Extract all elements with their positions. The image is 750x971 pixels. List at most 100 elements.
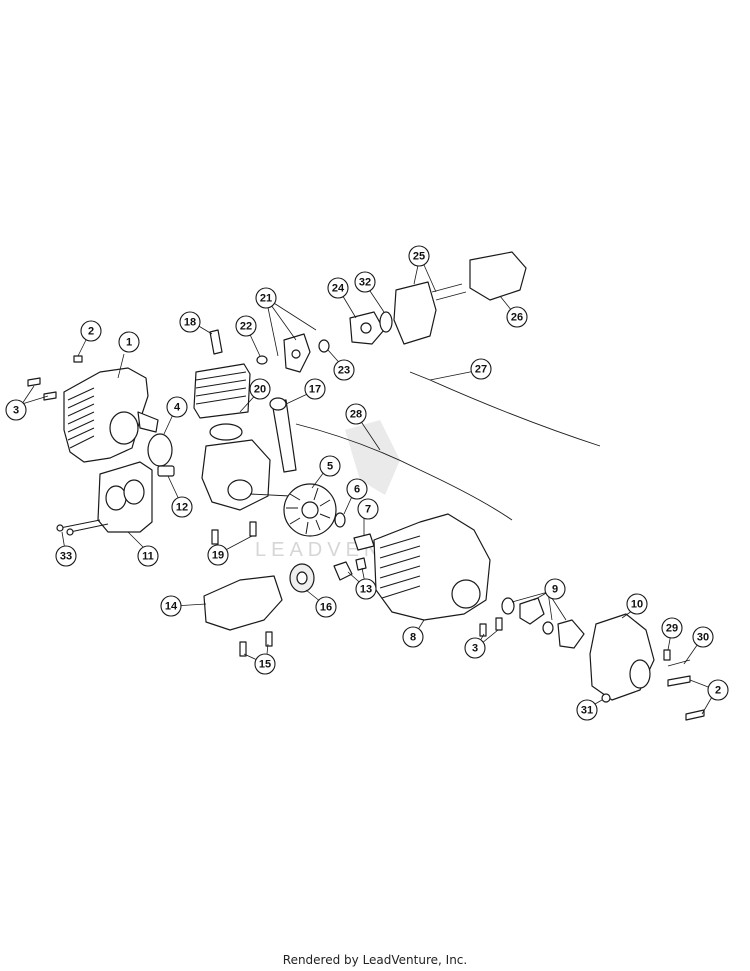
callout-circle	[408, 245, 430, 267]
callout-c3b: 3	[464, 637, 486, 659]
callout-circle	[692, 626, 714, 648]
callout-c23: 23	[333, 359, 355, 381]
callout-number: 8	[410, 632, 416, 644]
part-31-nut	[601, 693, 611, 703]
callout-c27: 27	[470, 358, 492, 380]
part-32-gasket	[379, 311, 393, 333]
callout-c4: 4	[166, 396, 188, 418]
part-29-fastener	[663, 649, 671, 661]
part-8-starter-housing	[373, 513, 491, 621]
part-18-spark-plug	[209, 329, 223, 355]
callout-number: 14	[165, 601, 178, 613]
callout-number: 1	[126, 337, 132, 349]
callout-c19: 19	[207, 544, 229, 566]
callout-circle	[661, 617, 683, 639]
callout-circle	[357, 498, 379, 520]
callout-number: 32	[359, 277, 371, 289]
callout-number: 9	[552, 584, 558, 596]
callout-c26: 26	[506, 306, 528, 328]
callout-circle	[544, 578, 566, 600]
part-12-gasket	[157, 465, 175, 477]
callout-number: 4	[174, 402, 181, 414]
callout-number: 19	[212, 550, 224, 562]
callout-number: 24	[332, 283, 345, 295]
callout-c22: 22	[235, 315, 257, 337]
callout-number: 2	[88, 326, 94, 338]
callout-circle	[171, 496, 193, 518]
callout-circle	[319, 455, 341, 477]
part-4-o-ring	[147, 433, 173, 467]
callout-circle	[254, 653, 276, 675]
part-2-screws-right	[667, 675, 705, 721]
callout-c3a: 3	[5, 399, 27, 421]
callout-circle	[179, 311, 201, 333]
part-17-connecting-rod	[269, 397, 297, 473]
callout-c18: 18	[179, 311, 201, 333]
callout-circle	[5, 399, 27, 421]
callout-number: 17	[309, 384, 321, 396]
callout-circle	[333, 359, 355, 381]
callout-c33: 33	[55, 545, 77, 567]
callout-number: 26	[511, 312, 523, 324]
part-10-gear-housing	[589, 613, 655, 701]
callout-number: 31	[581, 705, 593, 717]
callout-circle	[345, 403, 367, 425]
callout-c1: 1	[118, 331, 140, 353]
callout-number: 18	[184, 317, 196, 329]
part-16-drum	[289, 563, 315, 593]
part-2-screw-upper	[73, 355, 83, 363]
part-20-cylinder	[193, 363, 251, 441]
callout-c31: 31	[576, 699, 598, 721]
callout-number: 20	[254, 384, 266, 396]
part-24-carburetor	[349, 311, 385, 345]
part-33-long-bolts	[56, 519, 109, 536]
callout-c16: 16	[315, 596, 337, 618]
callout-c21: 21	[255, 287, 277, 309]
callout-circle	[315, 596, 337, 618]
part-13-ignition-part	[333, 557, 367, 581]
callout-number: 16	[320, 602, 332, 614]
callout-circle	[470, 358, 492, 380]
callout-c5: 5	[319, 455, 341, 477]
callout-number: 12	[176, 502, 188, 514]
callout-c30: 30	[692, 626, 714, 648]
part-23-washer	[318, 339, 330, 353]
callout-circle	[166, 396, 188, 418]
callout-number: 7	[365, 504, 371, 516]
callout-circle	[355, 578, 377, 600]
callout-circle	[118, 331, 140, 353]
part-25-air-box	[393, 251, 527, 345]
callout-circle	[207, 544, 229, 566]
callout-circle	[464, 637, 486, 659]
callout-number: 33	[60, 551, 72, 563]
callout-c25: 25	[408, 245, 430, 267]
part-9-clutch-parts	[501, 597, 585, 649]
callout-circle	[160, 595, 182, 617]
callout-number: 29	[666, 623, 678, 635]
callout-number: 28	[350, 409, 362, 421]
part-21-intake-adapter	[283, 333, 311, 373]
callout-number: 25	[413, 251, 425, 263]
callout-number: 10	[631, 599, 643, 611]
callout-number: 6	[354, 484, 360, 496]
callout-number: 27	[475, 364, 487, 376]
callout-number: 3	[472, 643, 478, 655]
callout-circle	[304, 378, 326, 400]
callout-circle	[327, 277, 349, 299]
callout-circle	[346, 478, 368, 500]
callout-circle	[626, 593, 648, 615]
part-22-washer	[256, 355, 268, 365]
callout-circle	[55, 545, 77, 567]
part-1-engine-shroud	[63, 367, 159, 463]
callout-c9: 9	[544, 578, 566, 600]
footer-credit: Rendered by LeadVenture, Inc.	[282, 953, 468, 967]
callout-c13: 13	[355, 578, 377, 600]
callout-circle	[235, 315, 257, 337]
part-15-screws	[239, 631, 273, 657]
callout-number: 5	[327, 461, 333, 473]
part-crankcase	[201, 439, 291, 511]
callout-c2a: 2	[80, 320, 102, 342]
part-14-lower-shroud	[203, 575, 283, 631]
